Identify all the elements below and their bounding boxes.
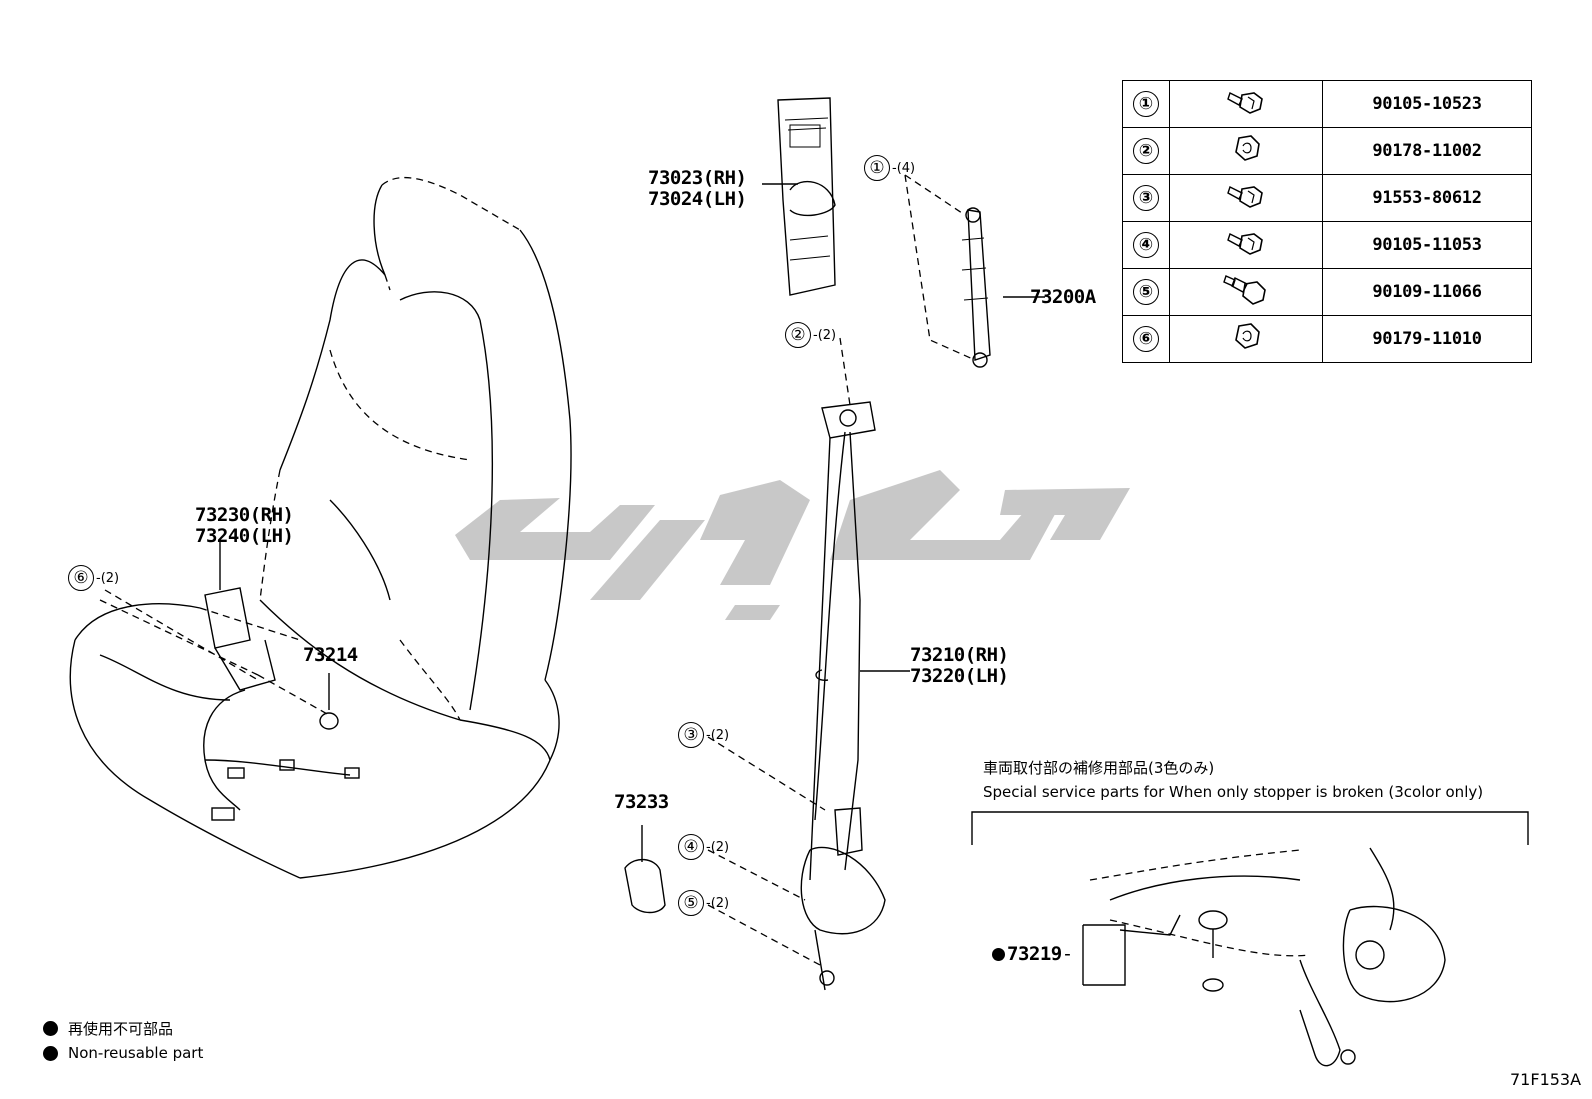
fastener-number: ① [1133,91,1159,117]
non-reusable-dot-icon [43,1021,58,1036]
legend-en: Non-reusable part [43,1044,203,1062]
anchor-cover [777,97,836,296]
part-number: 91553-80612 [1322,174,1532,222]
height-adjuster [961,207,991,368]
buckle-label-lh: 73240(LH) [195,525,294,547]
callout-qty: -(2) [706,895,730,911]
part-number: 90109-11066 [1322,268,1532,316]
watermark-logo [455,470,1130,620]
adjuster-label: 73200A [1030,286,1096,308]
fastener-number: ⑤ [1133,279,1159,305]
callout-qty: -(4) [892,160,916,176]
anchor-cover-label-lh: 73024(LH) [648,188,747,210]
anchor-cover-label-rh: 73023(RH) [648,167,747,189]
callout-qty: -(2) [706,839,730,855]
bolt-icon [1227,232,1263,255]
nut-icon [1235,322,1260,349]
bolt-icon [1227,185,1263,208]
fastener-number: ④ [1133,232,1159,258]
nut-icon [1235,134,1260,161]
table-row: ⑤ 90109-11066 [1122,268,1532,316]
stopper-part-number: 73219 [1007,943,1062,965]
callout-1: ①-(4) [864,155,915,181]
legend-jp: 再使用不可部品 [43,1018,173,1039]
service-parts-title-jp: 車両取付部の補修用部品(3色のみ) [983,759,1215,777]
table-row: ⑥ 90179-11010 [1122,315,1532,363]
callout-qty: -(2) [96,570,120,586]
callout-number: ⑤ [678,890,704,916]
part-number: 90105-10523 [1322,80,1532,128]
buckle-label-rh: 73230(RH) [195,504,294,526]
callout-qty: -(2) [813,327,837,343]
callout-number: ① [864,155,890,181]
callout-number: ② [785,322,811,348]
stepped-bolt-icon [1223,274,1266,305]
part-number: 90179-11010 [1322,315,1532,363]
table-row: ④ 90105-11053 [1122,221,1532,269]
seat-belt-assembly [800,401,886,991]
belt-label-lh: 73220(LH) [910,665,1009,687]
fastener-number: ② [1133,138,1159,164]
callout-qty: -(2) [706,727,730,743]
non-reusable-dot-icon [992,947,1005,961]
non-reusable-dot-icon [43,1045,58,1061]
part-number: 90105-11053 [1322,221,1532,269]
grommet-label: 73214 [303,644,358,666]
leader-lines [99,174,1045,966]
part-number: 90178-11002 [1322,127,1532,175]
callout-6: ⑥-(2) [68,565,119,591]
fastener-number: ③ [1133,185,1159,211]
table-row: ① 90105-10523 [1122,80,1532,128]
grommet-73214 [319,712,339,730]
table-row: ③ 91553-80612 [1122,174,1532,222]
stopper-label: 73219- [992,944,1073,964]
callout-number: ③ [678,722,704,748]
belt-label-rh: 73210(RH) [910,644,1009,666]
callout-4: ④-(2) [678,834,729,860]
legend-en-text: Non-reusable part [68,1044,204,1062]
service-parts-title-en: Special service parts for When only stop… [983,783,1484,801]
bolt-icon [1227,91,1263,114]
fastener-table: ① 90105-10523 ② 90178-11002 ③ 91553-8061… [1122,80,1532,363]
retractor-cover-label: 73233 [614,791,669,813]
seat-belt-buckle [203,587,360,821]
fastener-number: ⑥ [1133,326,1159,352]
seat-outline [69,177,572,879]
callout-number: ④ [678,834,704,860]
service-parts-box [971,811,1529,1067]
legend-jp-text: 再使用不可部品 [68,1020,174,1038]
diagram-code: 71F153A [1510,1070,1582,1089]
callout-5: ⑤-(2) [678,890,729,916]
callout-2: ②-(2) [785,322,836,348]
callout-number: ⑥ [68,565,94,591]
retractor-cover [624,858,666,914]
table-row: ② 90178-11002 [1122,127,1532,175]
callout-3: ③-(2) [678,722,729,748]
